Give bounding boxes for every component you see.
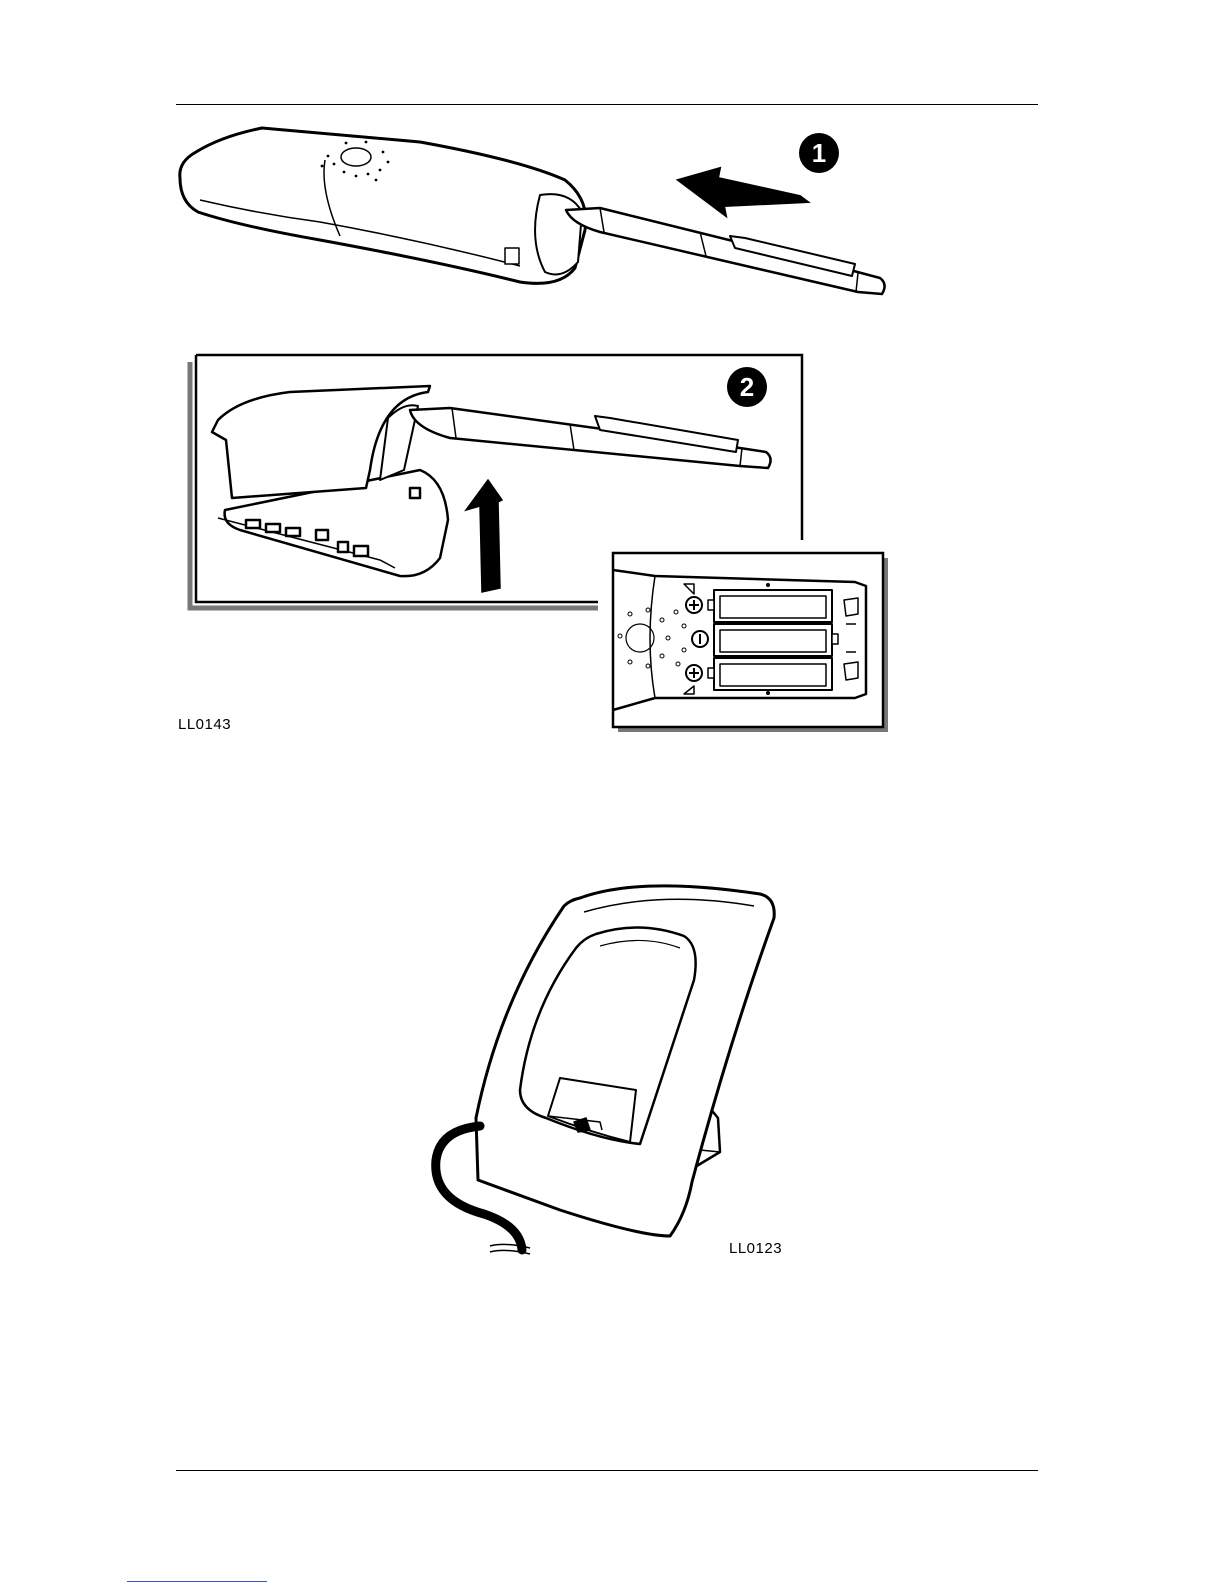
charger-illustration xyxy=(436,886,775,1254)
arrow-left-illustration xyxy=(678,168,808,216)
figure-code-ll0143: LL0143 xyxy=(178,716,231,733)
footer-link-underline[interactable] xyxy=(127,1581,267,1582)
figure-battery-cover: 1 2 xyxy=(0,0,1225,760)
arrow-up-illustration xyxy=(466,480,502,592)
figure-code-ll0123: LL0123 xyxy=(729,1240,782,1257)
step-2-marker-label: 2 xyxy=(740,372,754,402)
pen-illustration-1 xyxy=(566,208,885,294)
pen-illustration-2 xyxy=(410,408,771,468)
footer-rule xyxy=(176,1470,1038,1471)
handset-illustration xyxy=(180,128,586,283)
step-1-marker-label: 1 xyxy=(812,138,826,168)
